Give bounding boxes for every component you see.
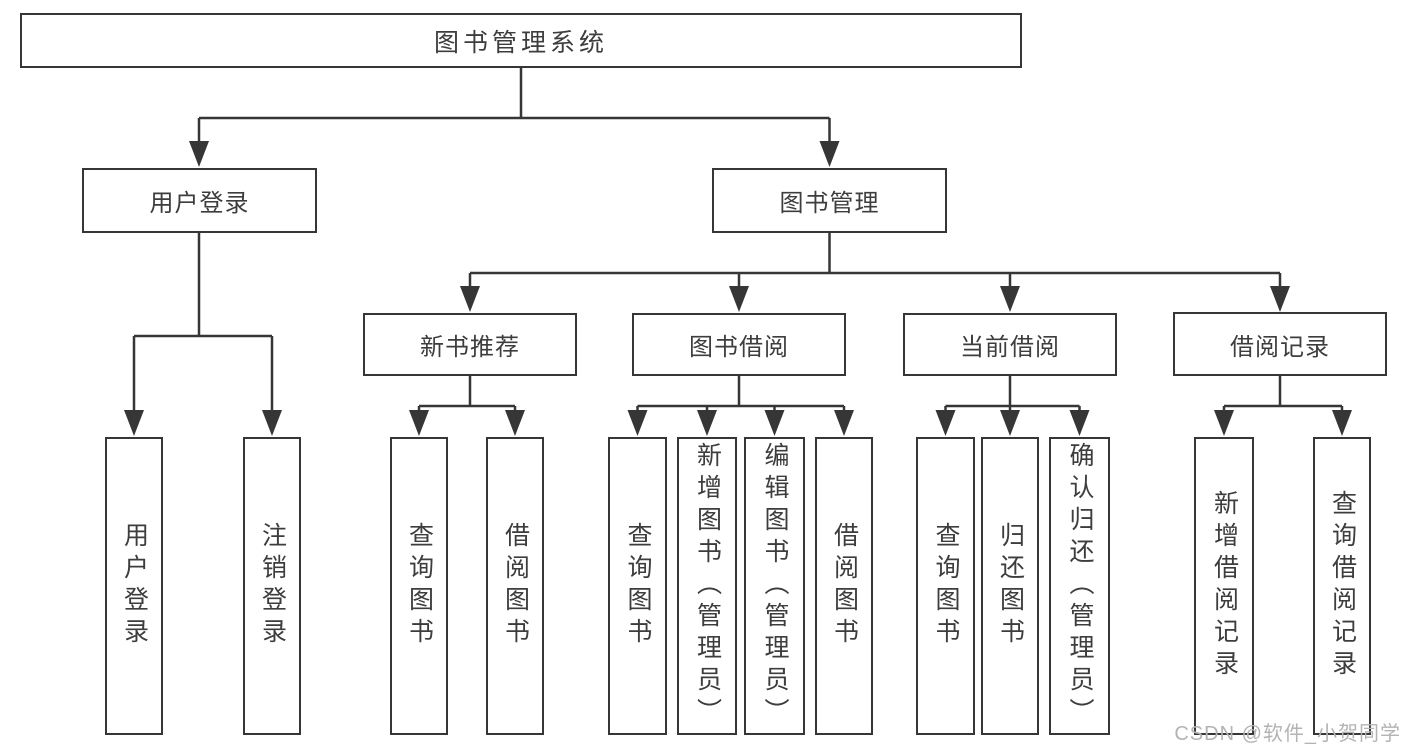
node-current-borrowing: 当前借阅 [903, 313, 1117, 376]
leaf-label: 查询图书 [932, 522, 960, 650]
node-new-book-recommendation: 新书推荐 [363, 313, 577, 376]
leaf-current-query-books: 查询图书 [916, 437, 975, 735]
leaf-edit-books-admin: 编辑图书（管理员） [744, 437, 805, 735]
leaf-add-borrow-record: 新增借阅记录 [1194, 437, 1254, 735]
leaf-recommend-query-books: 查询图书 [390, 437, 448, 735]
leaf-label: 新增图书（管理员） [693, 442, 722, 730]
node-user-login: 用户登录 [82, 168, 317, 233]
leaf-label: 用户登录 [120, 522, 149, 650]
csdn-watermark: CSDN @软件_小贺同学 [1174, 723, 1401, 745]
leaf-label: 确认归还（管理员） [1066, 442, 1094, 730]
leaf-label: 归还图书 [996, 522, 1025, 650]
leaf-return-books: 归还图书 [981, 437, 1039, 735]
leaf-recommend-borrow-books: 借阅图书 [486, 437, 544, 735]
leaf-borrow-query-books: 查询图书 [608, 437, 667, 735]
node-book-borrowing: 图书借阅 [632, 313, 846, 376]
leaf-label: 编辑图书（管理员） [761, 442, 789, 730]
leaf-label: 注销登录 [258, 522, 287, 650]
leaf-label: 查询图书 [405, 522, 434, 650]
node-borrowing-records: 借阅记录 [1173, 312, 1387, 376]
arrowheads [124, 141, 1352, 436]
node-book-management: 图书管理 [712, 168, 947, 233]
leaf-label: 借阅图书 [501, 522, 530, 650]
leaf-label: 新增借阅记录 [1210, 490, 1239, 682]
leaf-logout: 注销登录 [243, 437, 301, 735]
leaf-label: 借阅图书 [830, 522, 859, 650]
leaf-confirm-return-admin: 确认归还（管理员） [1049, 437, 1110, 735]
leaf-user-login: 用户登录 [105, 437, 163, 735]
leaf-label: 查询借阅记录 [1328, 490, 1357, 682]
leaf-borrow-books: 借阅图书 [815, 437, 873, 735]
node-library-management-system: 图书管理系统 [20, 13, 1022, 68]
leaf-add-books-admin: 新增图书（管理员） [677, 437, 737, 735]
leaf-label: 查询图书 [624, 522, 652, 650]
leaf-query-borrow-record: 查询借阅记录 [1313, 437, 1371, 735]
